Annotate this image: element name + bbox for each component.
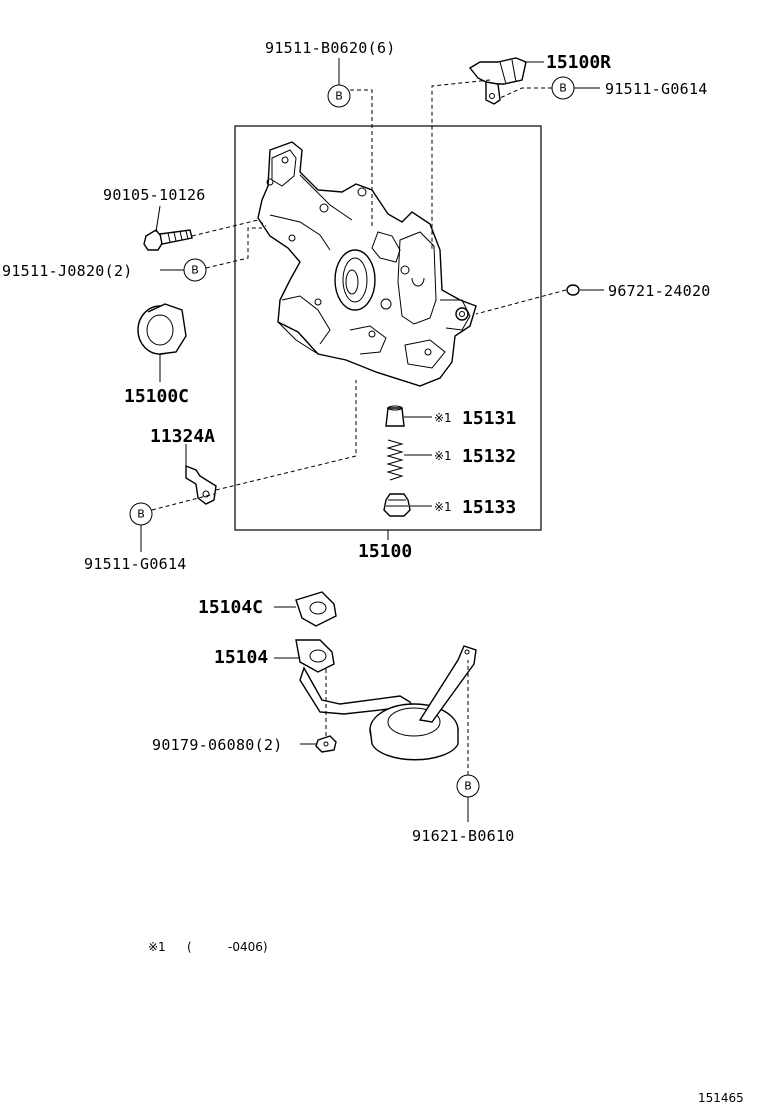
callout-b-j0820: B: [183, 258, 207, 282]
svg-text:B: B: [464, 780, 472, 793]
footnote-open-paren: (: [187, 940, 192, 954]
plug-15133: [383, 493, 411, 517]
label-91511-G0614-top: 91511-G0614: [605, 80, 708, 98]
label-15100: 15100: [358, 541, 412, 562]
svg-text:B: B: [559, 82, 567, 95]
callout-b-bottom: B: [456, 774, 480, 798]
footnote-code: -0406): [228, 940, 268, 954]
label-15104C: 15104C: [198, 597, 263, 618]
label-96721-24020: 96721-24020: [608, 282, 711, 300]
oil-pump-body: [257, 141, 477, 387]
sensor-15100R: [468, 57, 527, 105]
marker-15131: ※1: [434, 411, 452, 425]
svg-text:B: B: [335, 90, 343, 103]
marker-15132: ※1: [434, 449, 452, 463]
dashed-leader-lines: [151, 79, 567, 775]
label-15131: 15131: [462, 408, 516, 429]
callout-b-top: B: [327, 84, 351, 108]
svg-text:B: B: [137, 508, 145, 521]
label-15133: 15133: [462, 497, 516, 518]
label-90179-06080: 90179-06080(2): [152, 736, 283, 754]
label-15132: 15132: [462, 446, 516, 467]
callout-b-top-right: B: [551, 76, 575, 100]
label-91511-G0614-left: 91511-G0614: [84, 555, 187, 573]
callout-b-left: B: [129, 502, 153, 526]
marker-15133: ※1: [434, 500, 452, 514]
label-91511-B0620: 91511-B0620(6): [265, 39, 396, 57]
bracket-11324A: [185, 464, 217, 505]
footnote-marker: ※1: [148, 940, 166, 954]
label-11324A: 11324A: [150, 426, 215, 447]
label-91511-J0820: 91511-J0820(2): [2, 262, 133, 280]
label-91621-B0610: 91621-B0610: [412, 827, 515, 845]
nut-90179-06080: [315, 735, 337, 753]
label-15100R: 15100R: [546, 52, 611, 73]
figure-number: 151465: [698, 1091, 744, 1105]
spring-15132: [386, 439, 404, 481]
label-15104: 15104: [214, 647, 268, 668]
label-15100C: 15100C: [124, 386, 189, 407]
o-ring-96721-24020: [566, 284, 580, 296]
leader-lines: [140, 58, 604, 822]
gasket-15104C: [295, 591, 337, 627]
bolt-90105-10126: [143, 229, 193, 251]
oil-strainer-15104: [295, 639, 477, 761]
relief-valve-15131: [385, 405, 405, 427]
label-90105-10126: 90105-10126: [103, 186, 206, 204]
svg-text:B: B: [191, 264, 199, 277]
oil-seal-15100C: [137, 303, 187, 355]
